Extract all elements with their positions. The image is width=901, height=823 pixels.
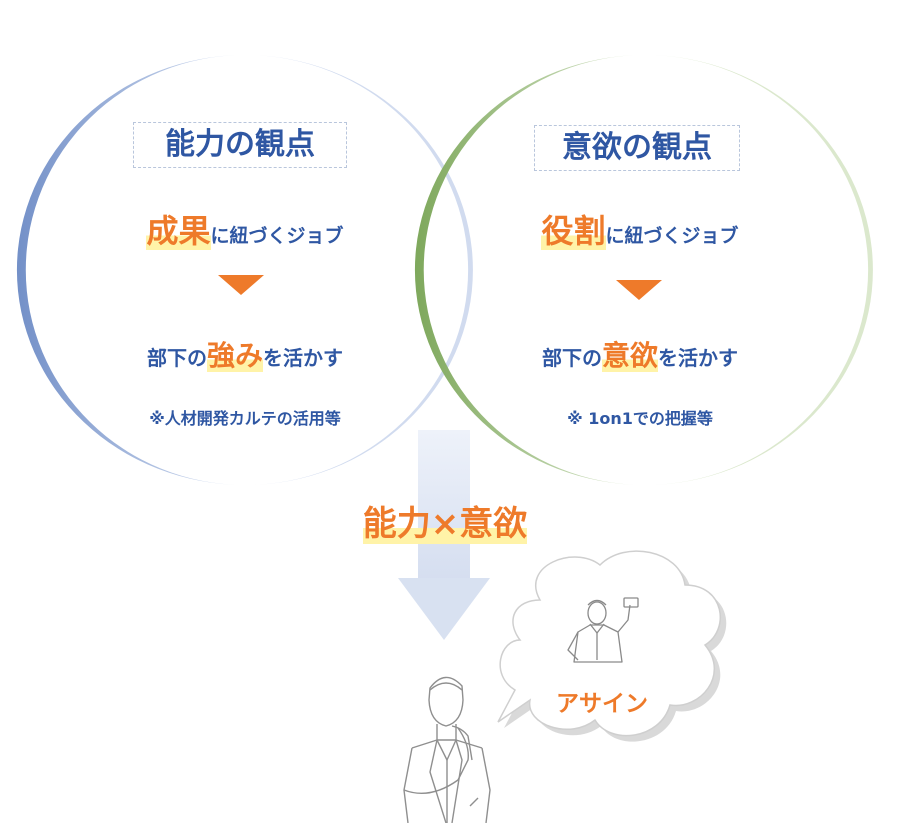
motivation-job-line: 役割に紐づくジョブ xyxy=(490,206,790,252)
ability-talent-line: 部下の強みを活かす xyxy=(95,334,395,374)
motivation-talent-suffix: を活かす xyxy=(658,346,738,370)
motivation-talent-highlight: 意欲 xyxy=(601,339,658,372)
presenting-businessman-icon xyxy=(567,597,639,663)
ability-job-line: 成果に紐づくジョブ xyxy=(95,206,395,252)
ability-talent-suffix: を活かす xyxy=(263,346,343,370)
motivation-note: ※ 1on1での把握等 xyxy=(567,409,713,428)
ability-talent-prefix: 部下の xyxy=(146,346,207,370)
ability-heading: 能力の観点 xyxy=(133,122,347,168)
thought-bubble xyxy=(497,550,727,742)
motivation-down-triangle-icon xyxy=(616,280,662,300)
thinking-businessman-icon xyxy=(403,676,491,823)
motivation-heading: 意欲の観点 xyxy=(534,125,740,171)
ability-note: ※人材開発カルテの活用等 xyxy=(149,409,341,428)
combination-wrapper: 能力×意欲 xyxy=(340,496,550,545)
combination-label: 能力×意欲 xyxy=(362,504,528,544)
ability-down-triangle-icon xyxy=(218,275,264,295)
motivation-job-suffix: に紐づくジョブ xyxy=(605,225,739,247)
ability-talent-highlight: 強み xyxy=(206,339,263,372)
assign-label: アサイン xyxy=(556,691,648,717)
ability-job-highlight: 成果 xyxy=(146,212,211,250)
ability-job-suffix: に紐づくジョブ xyxy=(210,225,344,247)
motivation-talent-prefix: 部下の xyxy=(541,346,602,370)
motivation-job-highlight: 役割 xyxy=(541,212,606,250)
motivation-talent-line: 部下の意欲を活かす xyxy=(490,334,790,374)
